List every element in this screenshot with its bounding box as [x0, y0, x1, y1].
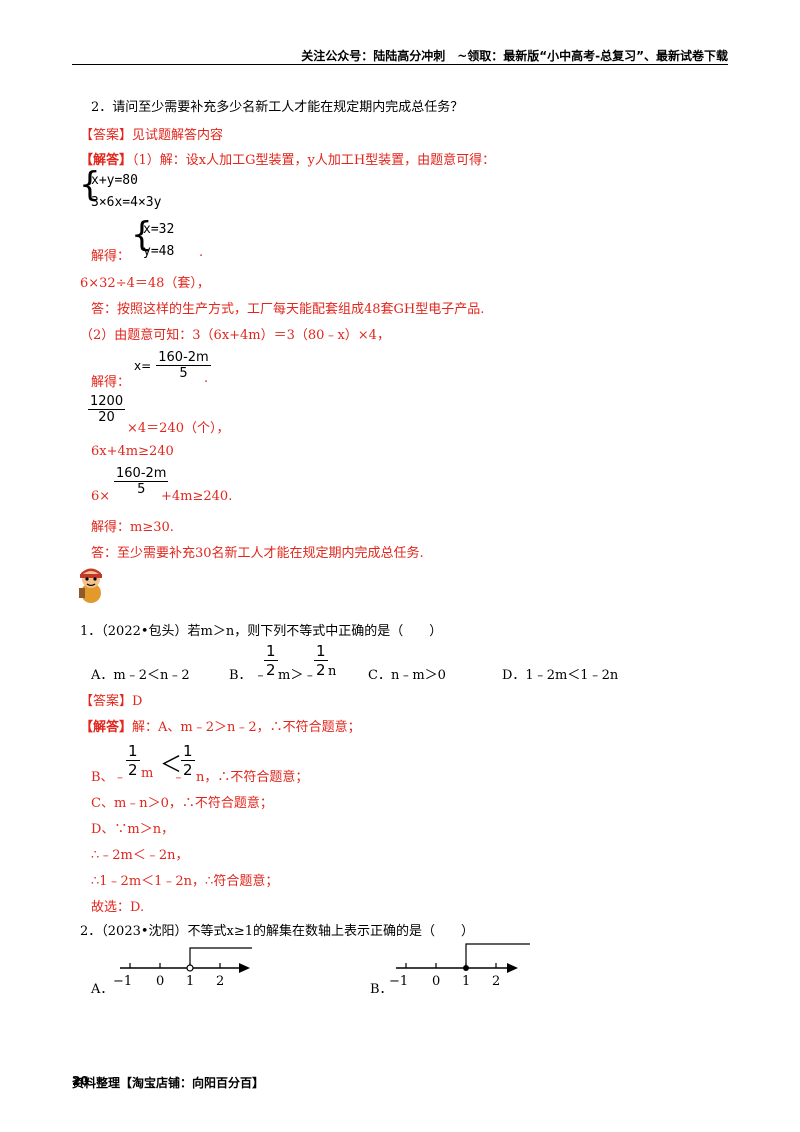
number-line-b [396, 943, 530, 973]
solve2-tail: . [204, 371, 209, 386]
closed-point [463, 965, 469, 971]
solve-label-1: 解得： [91, 249, 131, 264]
number-line-a-tick-neg1: −1 [113, 974, 133, 989]
fraction-ineq2-num: 160-2m [114, 466, 169, 482]
number-line-a-tick-0: 0 [156, 974, 165, 989]
p1-sol-d2: ∴﹣2m＜﹣2n， [91, 848, 189, 863]
calc-line-1: 6×32÷4＝48（套）， [80, 276, 210, 291]
fraction-1200-20: 1200 20 [88, 394, 126, 425]
system1-eq2: 3×6x=4×3y [91, 195, 162, 210]
fraction-1200-num: 1200 [88, 394, 126, 410]
p1-sol-b-neg: ﹣ [172, 770, 186, 785]
fraction-ineq2-den: 5 [137, 482, 146, 497]
number-line-b-tick-neg1: −1 [389, 974, 409, 989]
fraction-x-den: 5 [179, 366, 188, 381]
p1-sol-c: C、m﹣n＞0，∴不符合题意； [91, 796, 273, 811]
inequality-2-prefix: 6× [91, 489, 111, 504]
p1-option-b-mid: m＞﹣ [278, 668, 317, 683]
page-header: 关注公众号：陆陆高分冲刺 ~领取：最新版“小中高考-总复习”、最新试卷下载 [301, 49, 728, 63]
part2-line: （2）由题意可知：3（6x+4m）＝3（80﹣x）×4， [80, 328, 390, 343]
p2-option-a-label: A． [91, 982, 114, 997]
p1-sol-b-mid: m [141, 766, 154, 781]
header-rule [72, 64, 728, 65]
p1-sol-b-tail: n，∴不符合题意； [196, 770, 309, 785]
p1-sol-d1: D、∵m＞n， [91, 822, 175, 837]
q2-solution-line1: 【解答】（1）解：设x人加工G型装置，y人加工H型装置，由题意可得： [80, 149, 495, 168]
page-number: 20 [72, 1074, 89, 1088]
inequality-2-tail: +4m≥240. [161, 489, 233, 504]
system1-eq1: x+y=80 [91, 173, 138, 188]
p1-option-b-frac2: 1 2 [314, 642, 328, 679]
system2-tail: . [199, 245, 204, 260]
inequality-1: 6x+4m≥240 [91, 444, 174, 459]
fraction-x: x= 160-2m 5 [134, 350, 211, 381]
p1-option-c: C．n﹣m＞0 [368, 668, 446, 683]
number-line-a [120, 947, 252, 973]
p1-option-a: A．m﹣2＜n﹣2 [91, 668, 190, 683]
frac2-tail: ×4＝240（个）， [127, 421, 230, 436]
p1-sol-b-prefix: B、﹣ [91, 770, 127, 785]
mascot-icon [79, 568, 102, 603]
p1-solution-line1: 【解答】解：A、m﹣2＞n﹣2，∴不符合题意； [80, 720, 361, 735]
p1-sol-b-lt: ＜ [160, 753, 183, 778]
fraction-x-body: 160-2m 5 [156, 350, 211, 381]
q2-answer: 【答案】见试题解答内容 [80, 128, 224, 143]
q2-solution-label: 【解答】 [80, 153, 133, 168]
fraction-x-num: 160-2m [156, 350, 211, 366]
p1-sol-b-frac2: 1 2 [181, 742, 195, 779]
p1-option-b-tail: n [328, 664, 337, 679]
p1-option-d: D．1﹣2m＜1﹣2n [502, 668, 619, 683]
p1-sol-b-frac1: 1 2 [126, 742, 140, 779]
page-footer: 20 资料整理【淘宝店铺：向阳百分百】 [72, 1074, 264, 1091]
number-line-a-tick-1: 1 [186, 974, 195, 989]
p1-sol-d3: ∴1﹣2m＜1﹣2n，∴符合题意； [91, 874, 279, 889]
fraction-ineq2: 160-2m 5 [114, 466, 169, 497]
p1-choose: 故选：D. [91, 900, 145, 915]
q2-title: 2．请问至少需要补充多少名新工人才能在规定期内完成总任务？ [91, 100, 464, 115]
system2-eq2: y=48 [143, 244, 175, 259]
p1-option-b-label: B． [229, 668, 252, 683]
number-line-a-tick-2: 2 [216, 974, 225, 989]
solve-line-3: 解得：m≥30. [91, 520, 174, 535]
solve-label-2: 解得： [91, 375, 131, 390]
q2-solution-text: （1）解：设x人加工G型装置，y人加工H型装置，由题意可得： [132, 153, 496, 168]
number-line-b-tick-0: 0 [432, 974, 441, 989]
p2-title: 2．（2023•沈阳）不等式x≥1的解集在数轴上表示正确的是（ ） [80, 924, 475, 939]
p1-option-b-frac1: 1 2 [264, 642, 278, 679]
footer-text: 资料整理【淘宝店铺：向阳百分百】 [72, 1076, 265, 1090]
p1-answer: 【答案】D [80, 694, 143, 709]
answer-line-1: 答：按照这样的生产方式，工厂每天能配套组成48套GH型电子产品. [91, 302, 485, 317]
system2-brace: { [131, 215, 153, 255]
system1-brace: { [79, 165, 101, 205]
system2-eq1: x=32 [143, 222, 175, 237]
fraction-20-den: 20 [98, 410, 115, 425]
open-point [186, 964, 194, 972]
p1-title: 1．（2022•包头）若m＞n，则下列不等式中正确的是（ ） [80, 624, 443, 639]
number-line-b-tick-2: 2 [492, 974, 501, 989]
answer-line-2: 答：至少需要补充30名新工人才能在规定期内完成总任务. [91, 546, 424, 561]
p1-option-b-neg: ﹣ [254, 668, 268, 683]
p2-option-b-label: B． [370, 982, 393, 997]
number-line-b-tick-1: 1 [462, 974, 471, 989]
